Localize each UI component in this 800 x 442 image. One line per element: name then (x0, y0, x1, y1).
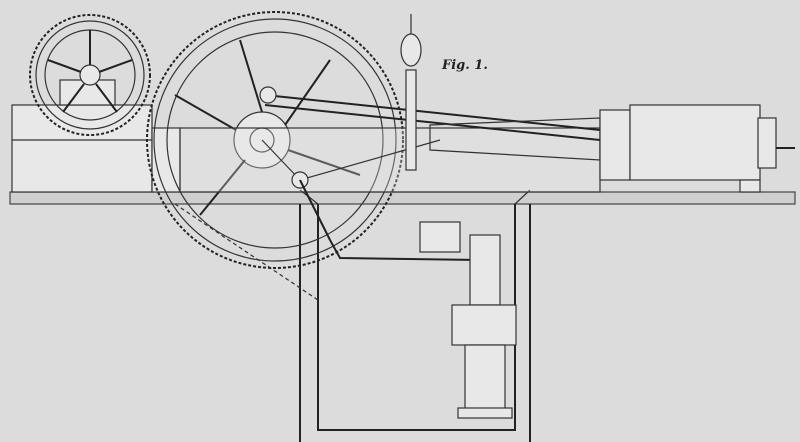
bearing-block (11, 79, 181, 193)
small-gear-wheel (29, 14, 151, 136)
governor (400, 14, 422, 171)
air-pump (329, 221, 517, 419)
steam-cylinder (599, 104, 795, 193)
floor-line (9, 191, 796, 205)
figure-caption: Fig. 1. (442, 58, 488, 73)
engine-frame (179, 86, 601, 241)
